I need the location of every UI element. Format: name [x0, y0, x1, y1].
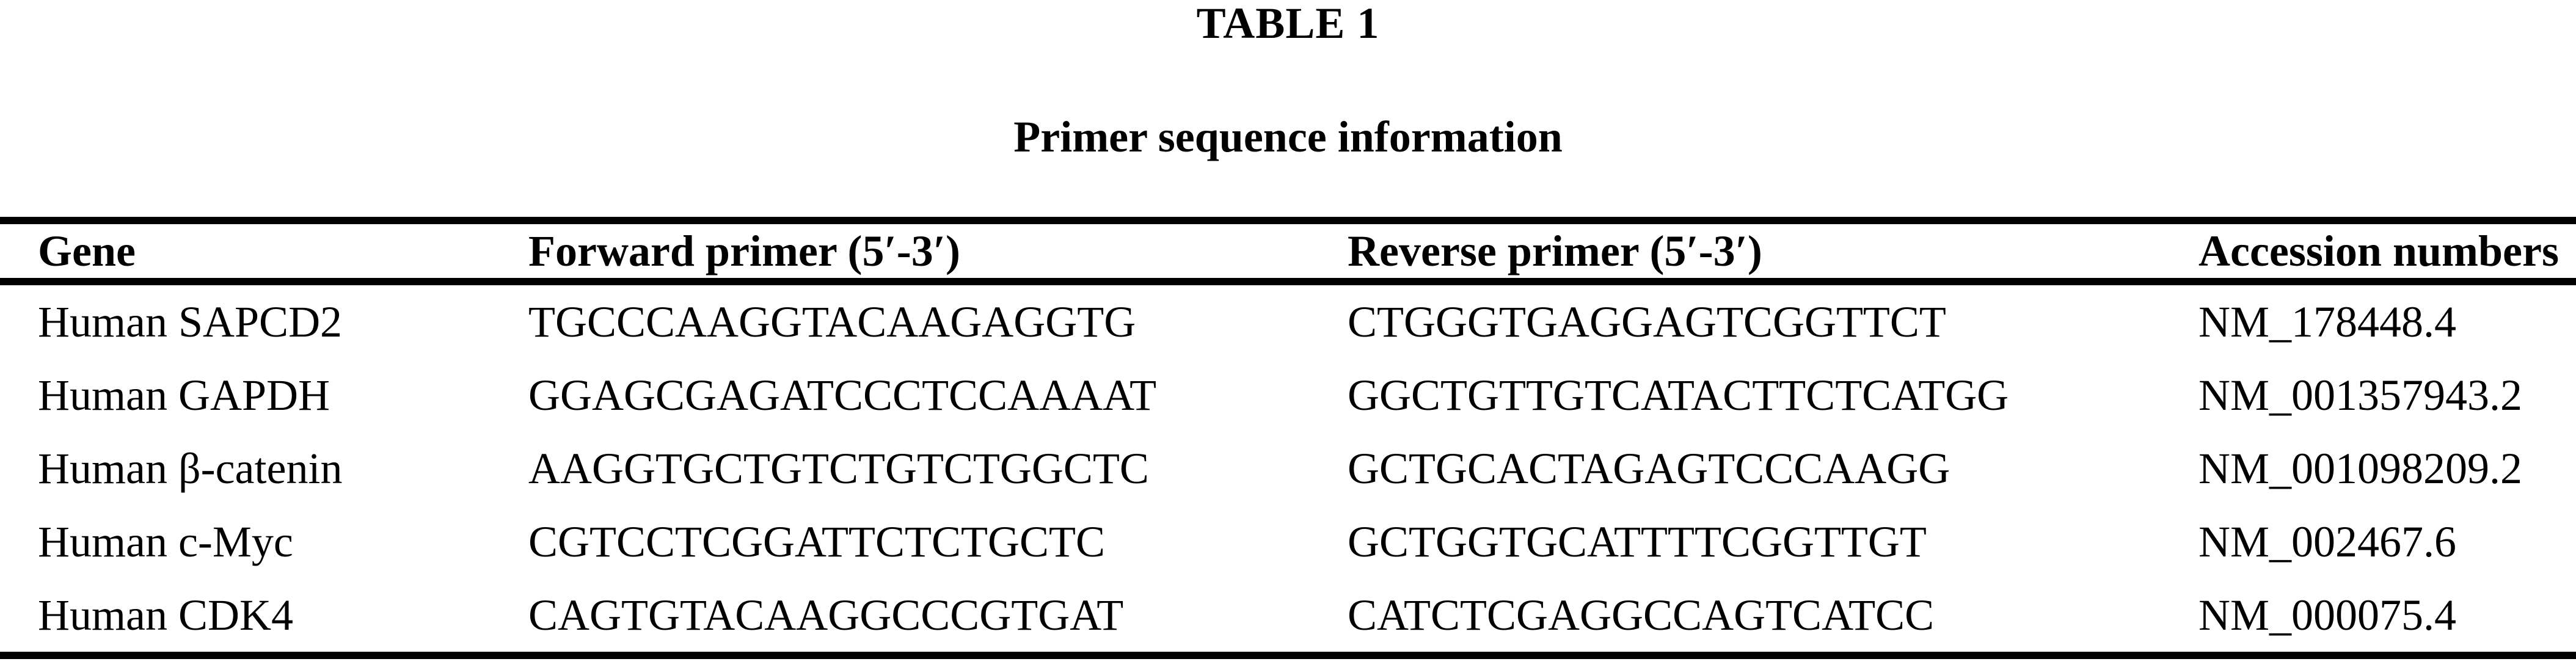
table-row: Human c-Myc CGTCCTCGGATTCTCTGCTC GCTGGTG…: [0, 505, 2576, 578]
header-row: Gene Forward primer (5′-3′) Reverse prim…: [0, 221, 2576, 282]
accession-cell: NM_002467.6: [2198, 517, 2457, 566]
table-label: TABLE 1: [1196, 0, 1380, 48]
accession-cell: NM_000075.4: [2198, 591, 2457, 640]
forward-primer-cell: CAGTGTACAAGGCCCGTGAT: [528, 591, 1124, 640]
gene-cell: Human GAPDH: [38, 371, 330, 420]
accession-cell: NM_178448.4: [2198, 297, 2457, 346]
forward-primer-cell: GGAGCGAGATCCCTCCAAAAT: [528, 371, 1157, 420]
table-row: Human SAPCD2 TGCCCAAGGTACAAGAGGTG CTGGGT…: [0, 282, 2576, 359]
forward-primer-cell: AAGGTGCTGTCTGTCTGGCTC: [528, 444, 1149, 493]
accession-cell: NM_001098209.2: [2198, 444, 2523, 493]
column-header-reverse-primer: Reverse primer (5′-3′): [1348, 227, 1762, 275]
column-header-forward-primer: Forward primer (5′-3′): [528, 227, 960, 275]
table-row: Human CDK4 CAGTGTACAAGGCCCGTGAT CATCTCGA…: [0, 578, 2576, 655]
reverse-primer-cell: CTGGGTGAGGAGTCGGTTCT: [1348, 297, 1946, 346]
gene-cell: Human CDK4: [38, 591, 293, 640]
column-header-gene: Gene: [38, 227, 136, 275]
forward-primer-cell: TGCCCAAGGTACAAGAGGTG: [528, 297, 1136, 346]
table-row: Human GAPDH GGAGCGAGATCCCTCCAAAAT GGCTGT…: [0, 359, 2576, 432]
column-header-accession-numbers: Accession numbers: [2198, 227, 2559, 275]
reverse-primer-cell: GCTGCACTAGAGTCCCAAGG: [1348, 444, 1950, 493]
table-caption: Primer sequence information: [1013, 112, 1563, 161]
table-row: Human β-catenin AAGGTGCTGTCTGTCTGGCTC GC…: [0, 432, 2576, 505]
gene-cell: Human c-Myc: [38, 517, 293, 566]
primer-table: Gene Forward primer (5′-3′) Reverse prim…: [0, 217, 2576, 659]
forward-primer-cell: CGTCCTCGGATTCTCTGCTC: [528, 517, 1106, 566]
reverse-primer-cell: CATCTCGAGGCCAGTCATCC: [1348, 591, 1935, 640]
accession-cell: NM_001357943.2: [2198, 371, 2523, 420]
gene-cell: Human SAPCD2: [38, 297, 343, 346]
reverse-primer-cell: GGCTGTTGTCATACTTCTCATGG: [1348, 371, 2009, 420]
gene-cell: Human β-catenin: [38, 444, 343, 493]
reverse-primer-cell: GCTGGTGCATTTTCGGTTGT: [1348, 517, 1927, 566]
